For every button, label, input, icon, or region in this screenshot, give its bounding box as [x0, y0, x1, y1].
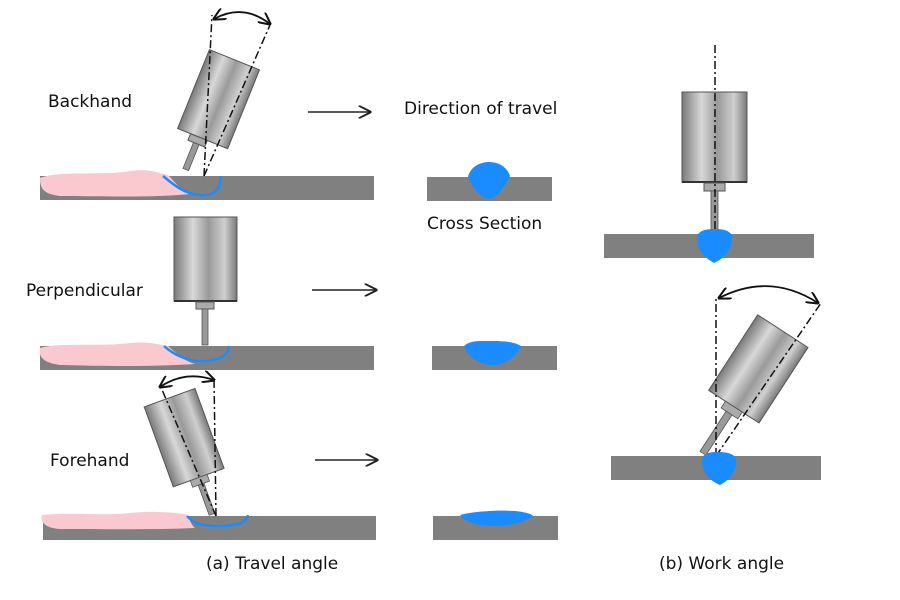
- forehand-weld-bead: [41, 511, 195, 530]
- forehand-torch-axis: [159, 384, 217, 517]
- travel-angle-caption: (a) Travel angle: [206, 554, 338, 574]
- backhand-cross-section: [427, 162, 552, 201]
- backhand-torch: [176, 48, 261, 172]
- cross-section-label: Cross Section: [427, 214, 542, 234]
- cross-section-weld-shallow: [460, 510, 533, 526]
- forehand-row: Forehand: [41, 376, 377, 540]
- forehand-weld-pool: [186, 514, 250, 528]
- backhand-row: Backhand: [40, 12, 374, 200]
- backhand-weld-pool: [162, 175, 223, 197]
- backhand-torch-axis: [203, 24, 271, 177]
- cross-section-weld-deep: [468, 162, 510, 199]
- forehand-cross-section: [433, 510, 558, 540]
- perpendicular-weld-pool: [163, 345, 231, 363]
- forehand-vertical-axis: [213, 377, 217, 517]
- work-weld-top: [696, 229, 733, 263]
- backhand-label: Backhand: [48, 92, 132, 112]
- perpendicular-weld-bead: [39, 342, 195, 366]
- backhand-weld-bead: [40, 170, 190, 197]
- forehand-label: Forehand: [50, 451, 129, 471]
- work-angle-tilted: [611, 285, 822, 485]
- work-angle-vertical: [604, 45, 814, 263]
- work-tilted-torch: [699, 314, 809, 456]
- cross-section-weld-medium: [464, 340, 521, 365]
- forehand-torch: [143, 387, 225, 516]
- work-angle-arc: [719, 285, 818, 303]
- perpendicular-torch: [173, 216, 238, 346]
- backhand-vertical-axis: [203, 14, 213, 177]
- backhand-angle-arc: [214, 12, 270, 24]
- perpendicular-cross-section: [432, 340, 557, 370]
- work-tilted-torch-axis: [715, 302, 822, 457]
- work-angle-caption: (b) Work angle: [659, 554, 784, 574]
- perpendicular-row: Perpendicular: [26, 216, 376, 370]
- perpendicular-label: Perpendicular: [26, 281, 143, 301]
- forehand-angle-arc: [160, 376, 214, 387]
- direction-of-travel-label: Direction of travel: [404, 99, 557, 119]
- work-weld-bottom: [701, 452, 737, 485]
